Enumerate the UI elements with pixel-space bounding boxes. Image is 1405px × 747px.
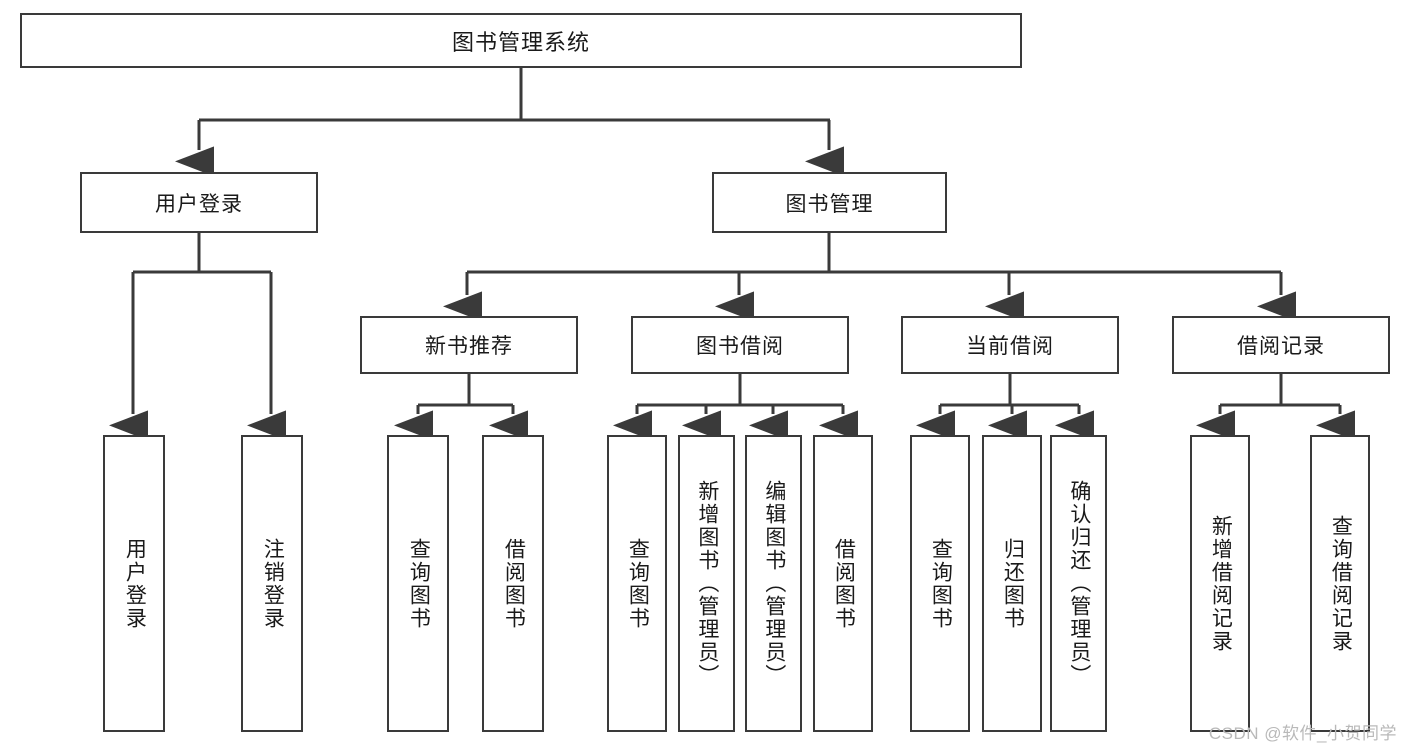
- node-leaf-add-borrow-record-label: 新增借阅记录: [1209, 514, 1233, 653]
- node-borrow-record[interactable]: 借阅记录: [1172, 316, 1390, 374]
- node-book-manage-label: 图书管理: [785, 192, 874, 216]
- node-leaf-query-book-current-label: 查询图书: [929, 537, 953, 630]
- node-leaf-confirm-return-admin[interactable]: 确认归还（管理员）: [1050, 435, 1107, 732]
- node-leaf-query-book-current[interactable]: 查询图书: [910, 435, 970, 732]
- node-leaf-user-login[interactable]: 用户登录: [103, 435, 165, 732]
- node-leaf-confirm-return-admin-label: 确认归还（管理员）: [1067, 480, 1091, 687]
- node-leaf-query-book-borrow[interactable]: 查询图书: [607, 435, 667, 732]
- node-leaf-edit-book-admin[interactable]: 编辑图书（管理员）: [745, 435, 802, 732]
- node-current-borrow[interactable]: 当前借阅: [901, 316, 1119, 374]
- node-user-login[interactable]: 用户登录: [80, 172, 318, 233]
- node-leaf-return-book[interactable]: 归还图书: [982, 435, 1042, 732]
- node-book-borrow-label: 图书借阅: [696, 335, 784, 358]
- node-leaf-user-logout[interactable]: 注销登录: [241, 435, 303, 732]
- node-leaf-query-book-rec-label: 查询图书: [407, 537, 431, 630]
- node-user-login-label: 用户登录: [155, 192, 243, 216]
- node-leaf-add-borrow-record[interactable]: 新增借阅记录: [1190, 435, 1250, 732]
- node-leaf-edit-book-admin-label: 编辑图书（管理员）: [762, 480, 786, 687]
- node-new-book-recommend-label: 新书推荐: [425, 335, 513, 358]
- node-leaf-query-borrow-record[interactable]: 查询借阅记录: [1310, 435, 1370, 732]
- node-leaf-query-borrow-record-label: 查询借阅记录: [1329, 514, 1353, 653]
- node-leaf-user-login-label: 用户登录: [123, 537, 147, 630]
- node-leaf-return-book-label: 归还图书: [1001, 537, 1025, 630]
- node-leaf-borrow-book[interactable]: 借阅图书: [813, 435, 873, 732]
- node-book-manage[interactable]: 图书管理: [712, 172, 947, 233]
- node-leaf-query-book-borrow-label: 查询图书: [626, 537, 650, 630]
- node-leaf-borrow-book-label: 借阅图书: [832, 537, 856, 630]
- node-book-borrow[interactable]: 图书借阅: [631, 316, 849, 374]
- node-new-book-recommend[interactable]: 新书推荐: [360, 316, 578, 374]
- node-root[interactable]: 图书管理系统: [20, 13, 1022, 68]
- node-leaf-borrow-book-rec-label: 借阅图书: [502, 537, 526, 630]
- node-root-label: 图书管理系统: [451, 29, 590, 55]
- node-leaf-user-logout-label: 注销登录: [261, 537, 285, 630]
- node-leaf-add-book-admin[interactable]: 新增图书（管理员）: [678, 435, 735, 732]
- node-leaf-borrow-book-rec[interactable]: 借阅图书: [482, 435, 544, 732]
- node-leaf-query-book-rec[interactable]: 查询图书: [387, 435, 449, 732]
- node-borrow-record-label: 借阅记录: [1237, 335, 1325, 358]
- node-leaf-add-book-admin-label: 新增图书（管理员）: [695, 480, 719, 687]
- node-current-borrow-label: 当前借阅: [966, 335, 1054, 358]
